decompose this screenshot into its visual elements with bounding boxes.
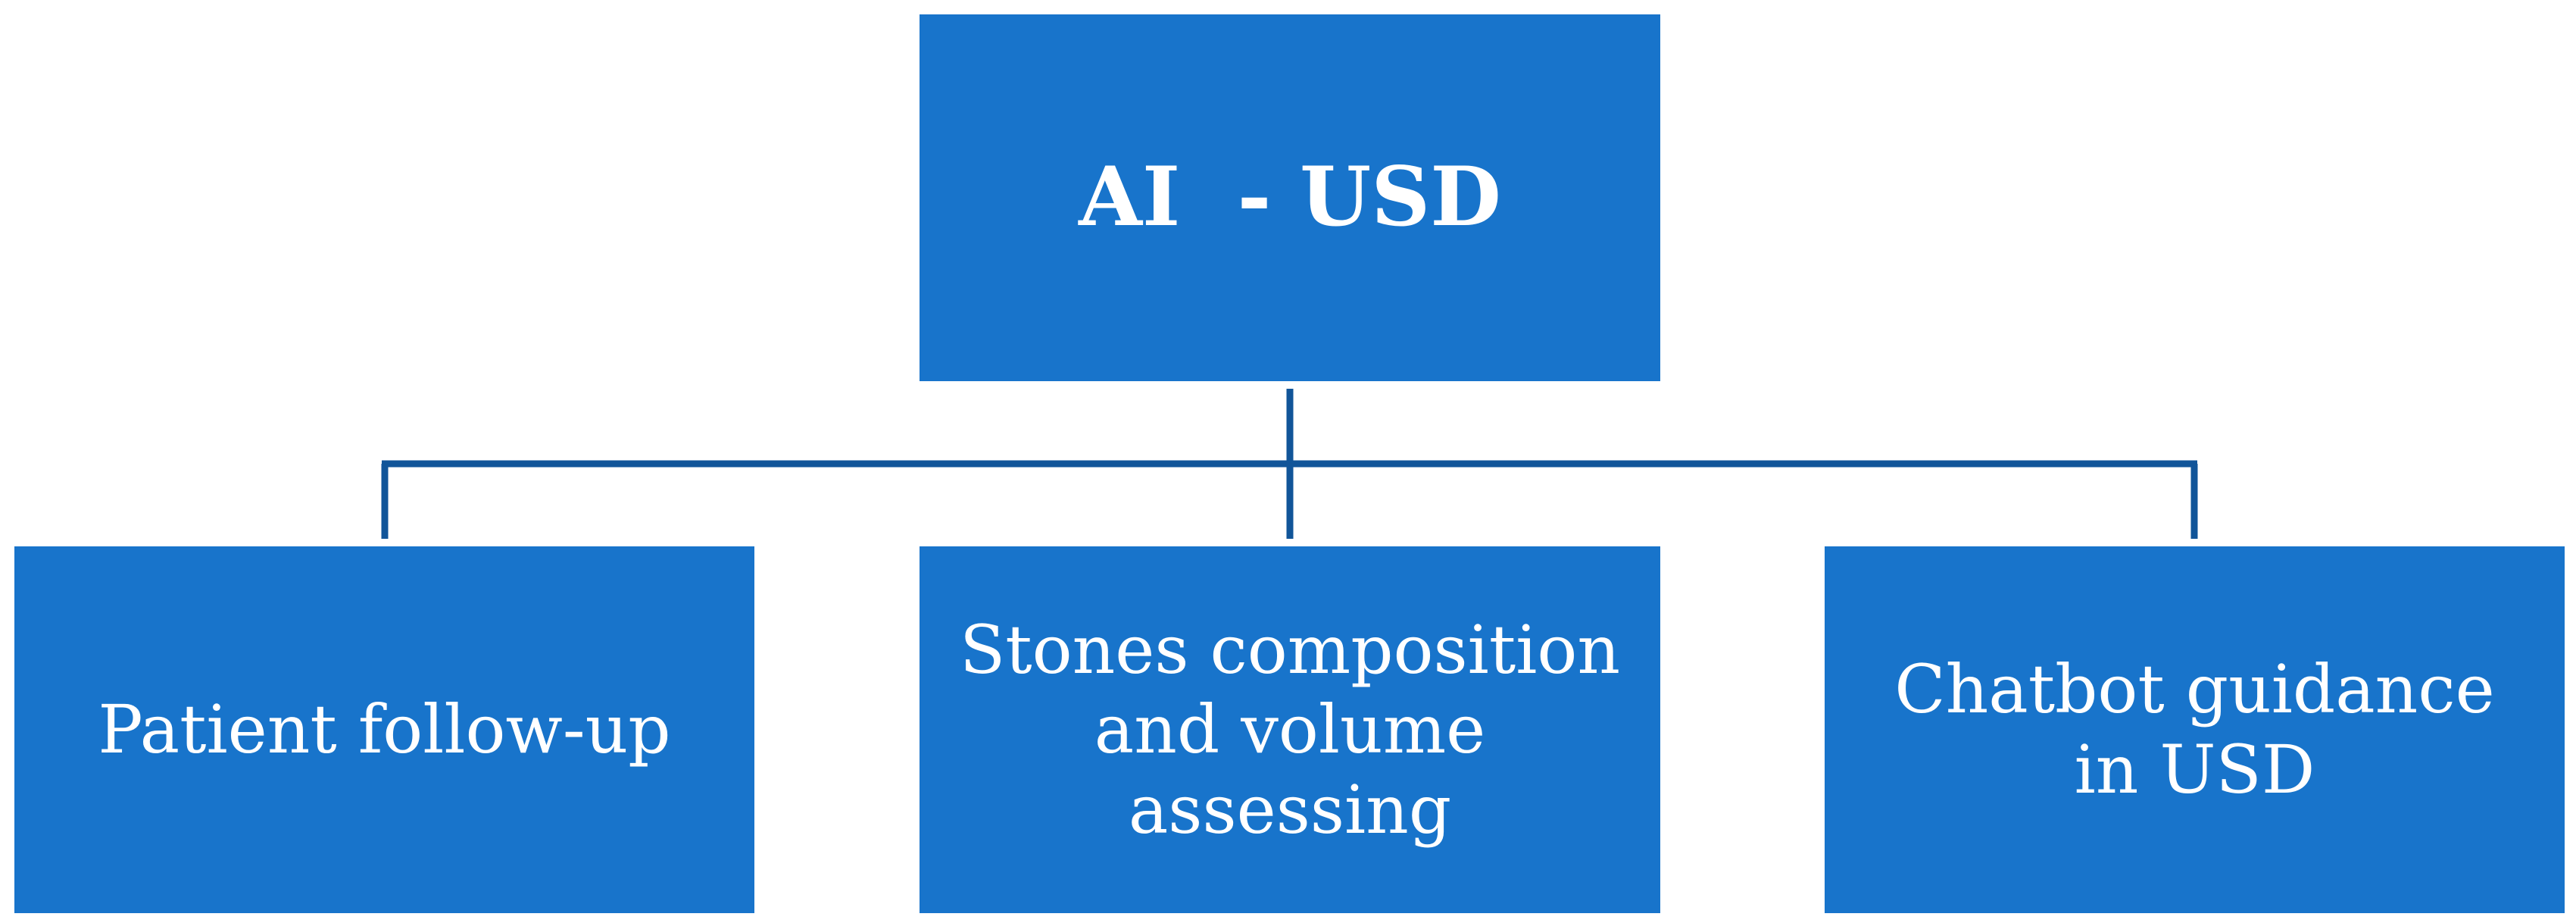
root-node-label: AI - USD [1079,149,1501,246]
child-node-patient-follow-up: Patient follow-up [14,546,754,913]
child-node-label: Chatbot guidance in USD [1894,650,2495,809]
child-node-label: Patient follow-up [98,690,671,769]
root-node-ai-usd: AI - USD [920,14,1660,381]
child-node-chatbot-guidance: Chatbot guidance in USD [1825,546,2565,913]
child-node-label: Stones composition and volume assessing [959,610,1620,849]
child-node-stones-composition: Stones composition and volume assessing [920,546,1660,913]
